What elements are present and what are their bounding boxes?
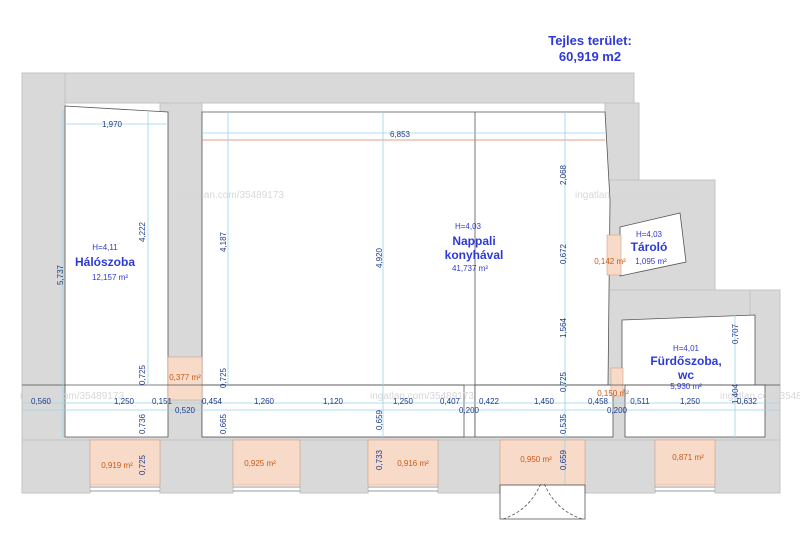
window-sills [90,486,715,492]
dimension-label: 0,454 [202,397,223,406]
niche-area-label: 0,377 m² [169,373,201,382]
room-area: 41,737 m² [452,264,488,273]
niches [89,234,716,486]
dimension-label: 0,725 [138,454,147,475]
dimension-label: 4,222 [138,221,147,242]
room-height: H=4,11 [92,243,118,252]
room-name: wc [677,368,694,382]
dimension-labels-horizontal: 1,970 6,853 0,560 1,250 0,151 0,520 0,45… [31,120,758,415]
watermark: ingatlan.com/35489173 [370,391,474,402]
dimension-label: 0,632 [737,397,758,406]
room-lower-right [624,384,766,438]
watermark: ingatlan.com/35489173 [720,391,800,402]
niche-area-label: 0,150 m² [597,389,629,398]
dimension-label: 1,970 [102,120,123,129]
niche-area-label: 0,950 m² [520,455,552,464]
dimension-label: 0,672 [559,243,568,264]
niche-3 [610,367,624,397]
room-name: Hálószoba [75,255,135,269]
room-area: 12,157 m² [92,273,128,282]
dimension-label: 0,458 [588,397,609,406]
dimension-label: 1,250 [680,397,701,406]
dimension-label: 0,200 [607,406,628,415]
niche-7 [499,439,586,486]
room-height: H=4,01 [673,344,700,353]
room-area: 5,930 m² [670,382,702,391]
rooms [64,105,766,438]
room-haloszoba [64,105,169,438]
niche-5 [232,439,301,486]
dimension-label: 0,665 [219,413,228,434]
total-area-title: Tejles terület: [548,33,632,48]
room-name: Tároló [631,240,668,254]
niche-2 [606,234,622,276]
room-name: Nappali [452,234,495,248]
dimension-label: 1,260 [254,397,275,406]
niche-6 [367,439,439,486]
dimension-label: 0,725 [219,367,228,388]
room-height: H=4,03 [455,222,482,231]
dimension-label: 4,187 [219,231,228,252]
room-label-nappali: H=4,03 Nappali konyhával 41,737 m² [445,222,504,273]
dimension-label: 1,120 [323,397,344,406]
niche-1 [167,356,203,401]
dimension-label: 5,737 [56,264,65,285]
dimension-label: 4,920 [375,247,384,268]
dimension-label: 0,535 [559,413,568,434]
dimension-label: 6,853 [390,130,411,139]
dimension-label: 0,200 [459,406,480,415]
watermarks: ingatlan.com/35489173 ingatlan.com/35489… [20,190,800,402]
dimension-label: 1,564 [559,317,568,338]
watermark: ingatlan.com/35489173 [20,391,124,402]
total-area-value: 60,919 m2 [558,49,622,64]
niche-labels: 0,377 m² 0,142 m² 0,150 m² 0,919 m² 0,92… [101,257,704,470]
dimension-label: 1,250 [393,397,414,406]
room-name: konyhával [445,248,504,262]
dimension-label: 0,659 [375,409,384,430]
dimension-label: 1,450 [534,397,555,406]
dimension-labels-vertical: 5,737 4,222 4,187 4,920 2,068 0,672 1,56… [56,164,740,475]
dimension-label: 0,407 [440,397,461,406]
room-area: 1,095 m² [635,257,667,266]
room-name: Fürdőszoba, [650,354,721,368]
total-area-label: Tejles terület: 60,919 m2 [520,33,660,65]
dimension-label: 0,707 [731,323,740,344]
dimension-label: 0,560 [31,397,52,406]
room-lower-mid [474,384,614,438]
dimension-label: 0,733 [375,449,384,470]
dimension-label: 0,151 [152,397,173,406]
dimension-label: 0,659 [559,449,568,470]
dimension-label: 0,511 [630,397,650,406]
watermark: ingatlan.com/35489173 [180,190,284,201]
room-height: H=4,03 [636,230,663,239]
niche-area-label: 0,919 m² [101,461,133,470]
room-label-furdo: H=4,01 Fürdőszoba, wc 5,930 m² [650,344,721,391]
dimension-label: 0,725 [559,371,568,392]
dimension-lines [22,110,780,484]
dimension-label: 0,520 [175,406,196,415]
entrance-door [499,482,586,520]
room-label-tarolo: H=4,03 Tároló 1,095 m² [631,230,668,266]
dimension-label: 1,250 [114,397,135,406]
niche-area-label: 0,916 m² [397,459,429,468]
dimension-label: 0,736 [138,413,147,434]
dimension-label: 0,422 [479,397,500,406]
room-label-haloszoba: H=4,11 Hálószoba 12,157 m² [75,243,135,282]
dimension-label: 2,068 [559,164,568,185]
niche-8 [654,439,716,486]
niche-area-label: 0,871 m² [672,453,704,462]
dimension-label: 1,404 [731,383,740,404]
room-lower-left [201,384,465,438]
niche-4 [89,439,161,486]
dimension-label: 0,725 [138,364,147,385]
watermark: ingatlan.com/35489173 [575,190,679,201]
niche-area-label: 0,925 m² [244,459,276,468]
niche-area-label: 0,142 m² [594,257,626,266]
